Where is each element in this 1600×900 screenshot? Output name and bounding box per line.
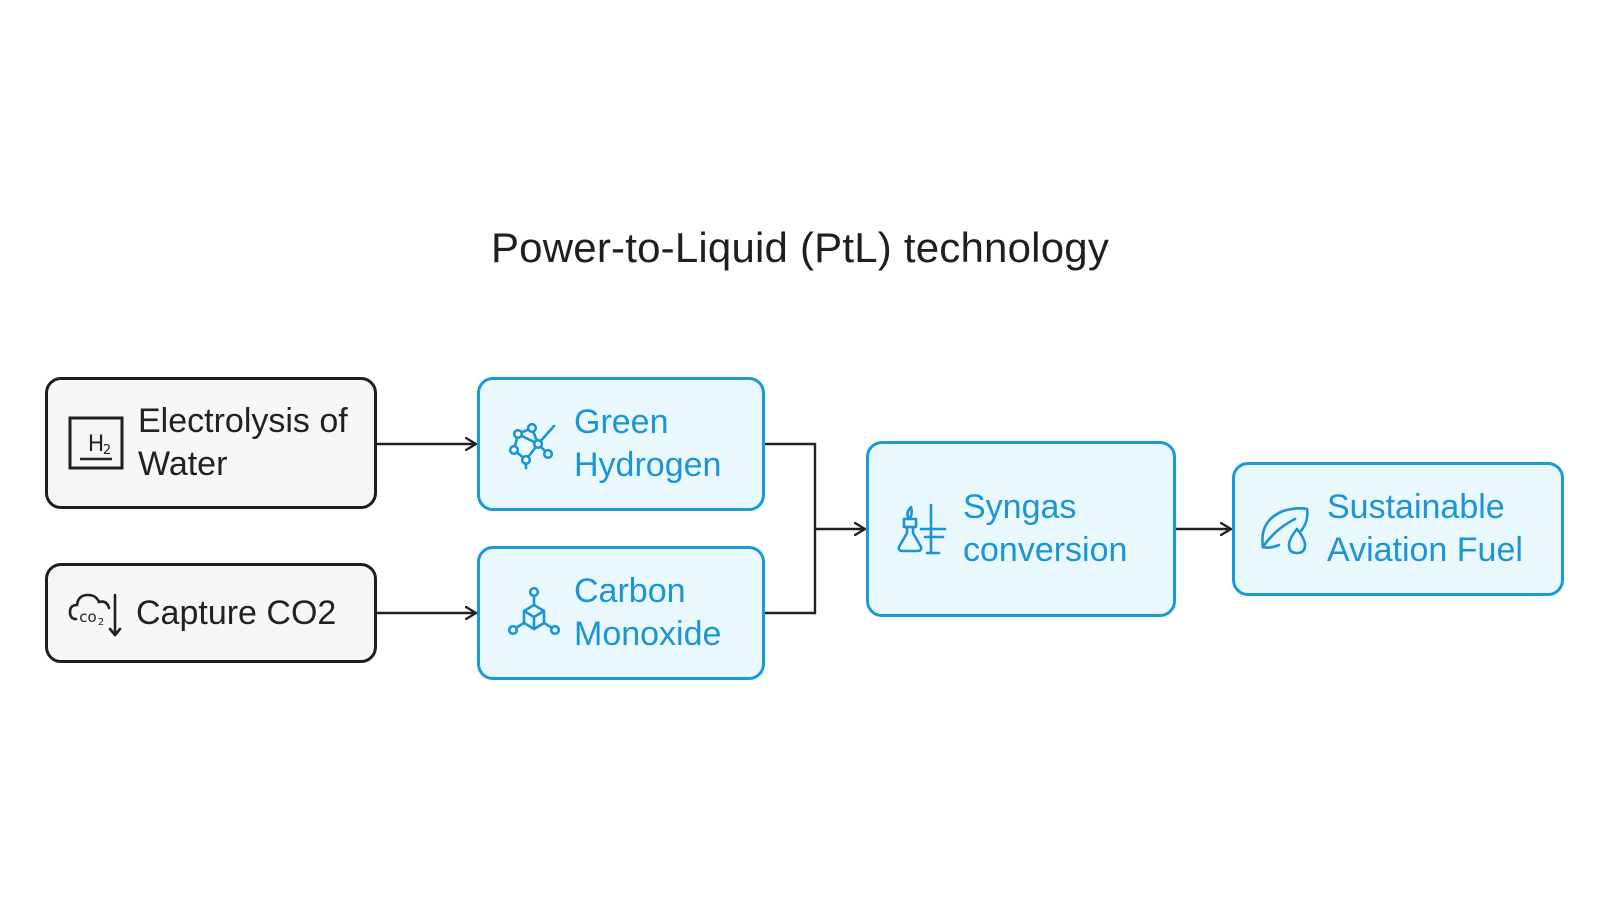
node-electrolysis-of-water: H 2 Electrolysis of Water bbox=[45, 377, 377, 509]
edge-carbon-to-syngas bbox=[765, 529, 817, 615]
node-label: Electrolysis of Water bbox=[138, 402, 348, 483]
co2-cloud-capture-icon: co 2 bbox=[66, 583, 126, 643]
node-label: Carbon Monoxide bbox=[574, 572, 722, 653]
node-label: Capture CO2 bbox=[136, 593, 337, 632]
molecule-cube-icon bbox=[504, 583, 564, 643]
node-label: Sustainable Aviation Fuel bbox=[1327, 488, 1523, 569]
node-carbon-monoxide: Carbon Monoxide bbox=[477, 546, 765, 680]
node-label: Green Hydrogen bbox=[574, 403, 722, 484]
leaf-droplet-icon bbox=[1255, 499, 1315, 559]
edge-hydrogen-to-syngas bbox=[765, 442, 817, 529]
node-sustainable-aviation-fuel: Sustainable Aviation Fuel bbox=[1232, 462, 1564, 596]
chemistry-flask-burner-icon bbox=[891, 499, 951, 559]
molecule-network-icon bbox=[504, 414, 564, 474]
diagram-title: Power-to-Liquid (PtL) technology bbox=[490, 224, 1110, 271]
svg-text:H: H bbox=[88, 432, 105, 457]
h2-element-icon: H 2 bbox=[66, 413, 126, 473]
node-label: Syngas conversion bbox=[963, 488, 1128, 569]
svg-text:2: 2 bbox=[98, 617, 104, 628]
node-syngas-conversion: Syngas conversion bbox=[866, 441, 1176, 617]
node-green-hydrogen: Green Hydrogen bbox=[477, 377, 765, 511]
svg-text:co: co bbox=[79, 608, 96, 626]
svg-text:2: 2 bbox=[103, 443, 111, 458]
node-capture-co2: co 2 Capture CO2 bbox=[45, 563, 377, 663]
